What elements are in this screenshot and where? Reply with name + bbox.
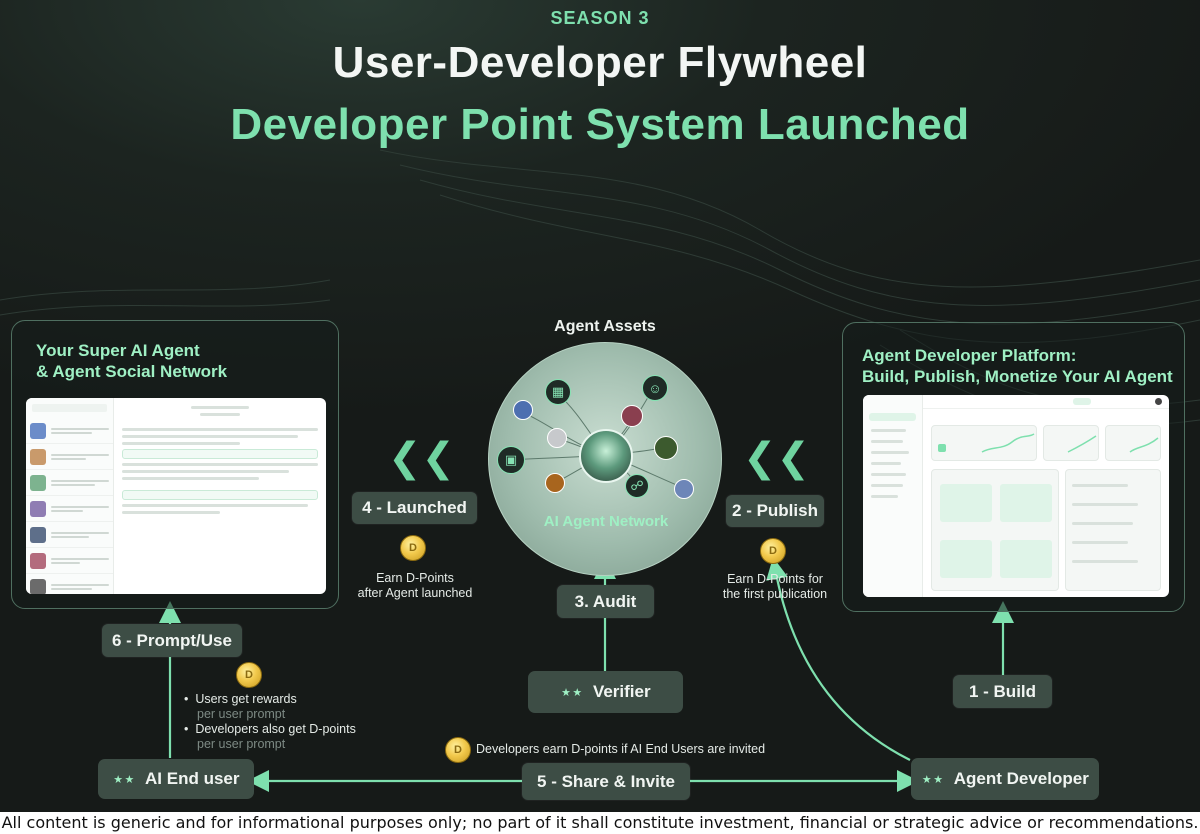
list-item xyxy=(26,470,113,496)
disclaimer-footer: All content is generic and for informati… xyxy=(0,812,1200,834)
agent-assets-label: Agent Assets xyxy=(554,318,656,335)
message-bubble xyxy=(122,449,318,459)
users-rewards-bullet: • Users get rewards xyxy=(184,692,297,706)
chat-search xyxy=(32,404,107,412)
ai-agent-network-hub: ▦ ☺ ▣ ☍ AI Agent Network xyxy=(488,342,722,576)
share-icon: ☍ xyxy=(625,474,649,498)
left-panel-title-line1: Your Super AI Agent xyxy=(36,341,200,360)
launched-note-line1: Earn D-Points xyxy=(376,571,454,585)
ai-end-user-node: ⋆⋆ AI End user xyxy=(98,759,254,799)
right-panel-title-line2: Build, Publish, Monetize Your AI Agent xyxy=(862,367,1173,386)
devs-points-sub: per user prompt xyxy=(197,737,286,751)
step-share-invite: 5 - Share & Invite xyxy=(522,763,690,800)
dashboard-sidebar xyxy=(863,395,923,597)
invite-note: Developers earn D-points if AI End Users… xyxy=(476,742,766,756)
double-chevron-left-icon: ❮❮ xyxy=(388,436,456,480)
step-launched: 4 - Launched xyxy=(352,492,477,524)
step-build: 1 - Build xyxy=(953,675,1052,708)
resources-list xyxy=(1065,469,1161,591)
right-panel-title-line1: Agent Developer Platform: xyxy=(862,346,1077,365)
super-ai-agent-panel: Your Super AI Agent & Agent Social Netwo… xyxy=(11,320,339,609)
agent-avatar xyxy=(621,405,643,427)
verifier-node: ⋆⋆ Verifier xyxy=(528,671,683,713)
double-chevron-left-icon: ❮❮ xyxy=(743,436,811,480)
user-rewards-notes: • Users get rewards per user prompt • De… xyxy=(184,692,384,752)
launched-note-line2: after Agent launched xyxy=(357,586,473,600)
step-publish: 2 - Publish xyxy=(726,495,824,527)
main-title: User-Developer Flywheel xyxy=(332,38,868,87)
users-rewards-text: Users get rewards xyxy=(195,692,297,706)
list-item xyxy=(26,418,113,444)
stats-card xyxy=(1043,425,1099,461)
developer-platform-panel: Agent Developer Platform: Build, Publish… xyxy=(842,322,1185,612)
agent-avatar-center xyxy=(579,429,633,483)
tools-grid xyxy=(931,469,1059,591)
season-label: SEASON 3 xyxy=(550,8,650,28)
left-panel-title: Your Super AI Agent & Agent Social Netwo… xyxy=(36,340,227,382)
end-user-label: AI End user xyxy=(145,769,240,788)
publish-note-line2: the first publication xyxy=(722,587,828,601)
agent-developer-node: ⋆⋆ Agent Developer xyxy=(911,758,1099,800)
agent-avatar xyxy=(654,436,678,460)
list-item xyxy=(26,574,113,594)
list-item xyxy=(26,444,113,470)
devs-points-bullet: • Developers also get D-points xyxy=(184,722,356,736)
developer-dashboard-screenshot xyxy=(863,395,1169,597)
right-panel-title: Agent Developer Platform: Build, Publish… xyxy=(862,345,1173,387)
user-profile-icon: ☺ xyxy=(642,375,668,401)
list-item xyxy=(26,548,113,574)
agent-avatar xyxy=(674,479,694,499)
d-point-coin-icon: D xyxy=(400,535,426,561)
publish-note: Earn D-Points for the first publication xyxy=(700,572,850,602)
network-node-icon: ⋆⋆ xyxy=(112,768,136,789)
stats-card xyxy=(1105,425,1161,461)
launched-note: Earn D-Points after Agent launched xyxy=(330,571,500,601)
sub-title: Developer Point System Launched xyxy=(230,100,970,149)
app-grid-icon: ▦ xyxy=(545,379,571,405)
d-point-coin-icon: D xyxy=(445,737,471,763)
agent-avatar xyxy=(513,400,533,420)
agent-avatar xyxy=(547,428,567,448)
stats-card xyxy=(931,425,1037,461)
publish-note-line1: Earn D-Points for xyxy=(727,572,823,586)
agent-developer-label: Agent Developer xyxy=(953,769,1089,788)
network-node-icon: ⋆⋆ xyxy=(921,768,944,789)
users-rewards-sub: per user prompt xyxy=(197,707,286,721)
d-point-coin-icon: D xyxy=(760,538,786,564)
step-audit: 3. Audit xyxy=(557,585,654,618)
d-point-coin-icon: D xyxy=(236,662,262,688)
agent-chat-screenshot xyxy=(26,398,326,594)
left-panel-title-line2: & Agent Social Network xyxy=(36,362,228,381)
devs-points-text: Developers also get D-points xyxy=(195,722,356,736)
agent-avatar xyxy=(545,473,565,493)
verifier-label: Verifier xyxy=(592,682,651,701)
network-node-icon: ⋆⋆ xyxy=(560,681,583,702)
ai-agent-network-label: AI Agent Network xyxy=(543,513,669,530)
chat-thread xyxy=(122,406,318,518)
bot-icon: ▣ xyxy=(497,446,525,474)
dashboard-topbar xyxy=(923,395,1169,409)
chat-sidebar xyxy=(26,398,114,594)
message-bubble xyxy=(122,490,318,500)
list-item xyxy=(26,522,113,548)
step-prompt-use: 6 - Prompt/Use xyxy=(102,624,242,657)
list-item xyxy=(26,496,113,522)
